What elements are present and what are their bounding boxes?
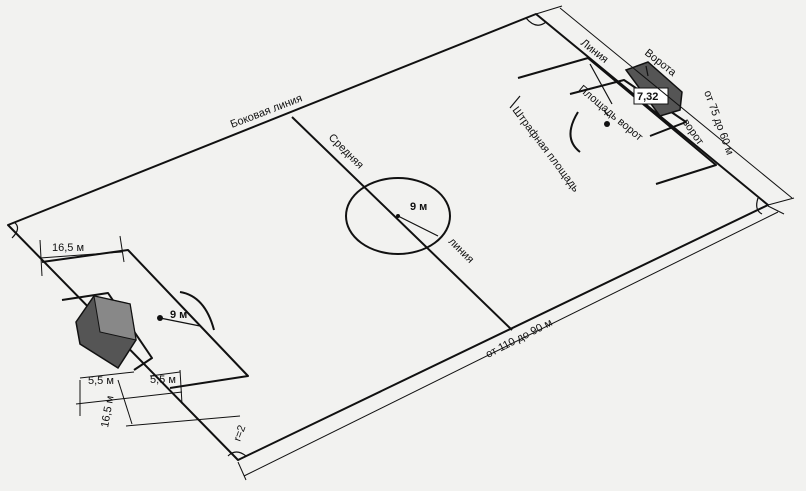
penalty-arc-radius-label: 9 м	[170, 309, 187, 321]
corner-arc-right	[756, 197, 763, 215]
dim-tick-b	[179, 369, 183, 405]
penalty-width-label: 16,5 м	[52, 242, 84, 254]
callout-penalty-area	[509, 95, 521, 109]
width-dimension-line	[559, 7, 793, 199]
goal-area-label-2: 5,5 м	[150, 374, 176, 386]
length-tick-left	[237, 461, 247, 481]
bottom-left-v-dim	[117, 379, 133, 425]
width-label: от 75 до 60 м	[701, 89, 735, 157]
goal-area-dim-line-2	[149, 371, 181, 377]
center-radius-line	[397, 215, 439, 237]
middle-line-label-2: линия	[446, 236, 476, 266]
goal-area-dim-line-1	[79, 371, 135, 379]
corner-arc-bottom	[227, 451, 247, 457]
length-label: от 110 до 90 м	[484, 317, 555, 361]
left-goal-net	[75, 295, 137, 370]
left-arc-radius-line	[159, 317, 201, 327]
corner-arc-top	[525, 17, 547, 26]
middle-line-label-1: Средняя	[326, 132, 366, 172]
width-tick-bottom	[767, 197, 795, 206]
center-radius-label: 9 м	[410, 201, 427, 213]
goal-area-label-1: 5,5 м	[88, 375, 114, 387]
left-penalty-area	[41, 249, 249, 389]
penalty-width-tick-l	[39, 239, 43, 277]
callout-goal-area	[603, 109, 609, 117]
center-spot	[396, 214, 400, 218]
penalty-depth-label: 16,5 м	[99, 395, 116, 429]
right-penalty-arc	[569, 111, 581, 153]
corner-arc-left	[11, 221, 19, 239]
center-circle	[345, 177, 451, 255]
right-goal-net	[624, 61, 683, 117]
penalty-width-tick-r	[119, 235, 125, 263]
right-penalty-area	[517, 57, 717, 185]
bottom-ref-line	[125, 415, 241, 427]
right-penalty-spot	[604, 121, 610, 127]
width-tick-top	[535, 5, 563, 15]
callout-goals	[645, 65, 649, 77]
penalty-area-name-label: Штрафная площадь	[510, 105, 582, 195]
penalty-depth-dim-line	[75, 391, 183, 405]
callout-goal-line	[589, 63, 613, 105]
length-tick-right	[767, 205, 785, 215]
penalty-width-line	[39, 251, 123, 259]
halfway-line	[291, 116, 513, 331]
goal-size-label: 7,32	[637, 91, 658, 103]
length-dimension-line	[243, 211, 779, 477]
left-penalty-arc	[179, 291, 215, 331]
corner-radius-label: r=2	[232, 424, 249, 443]
